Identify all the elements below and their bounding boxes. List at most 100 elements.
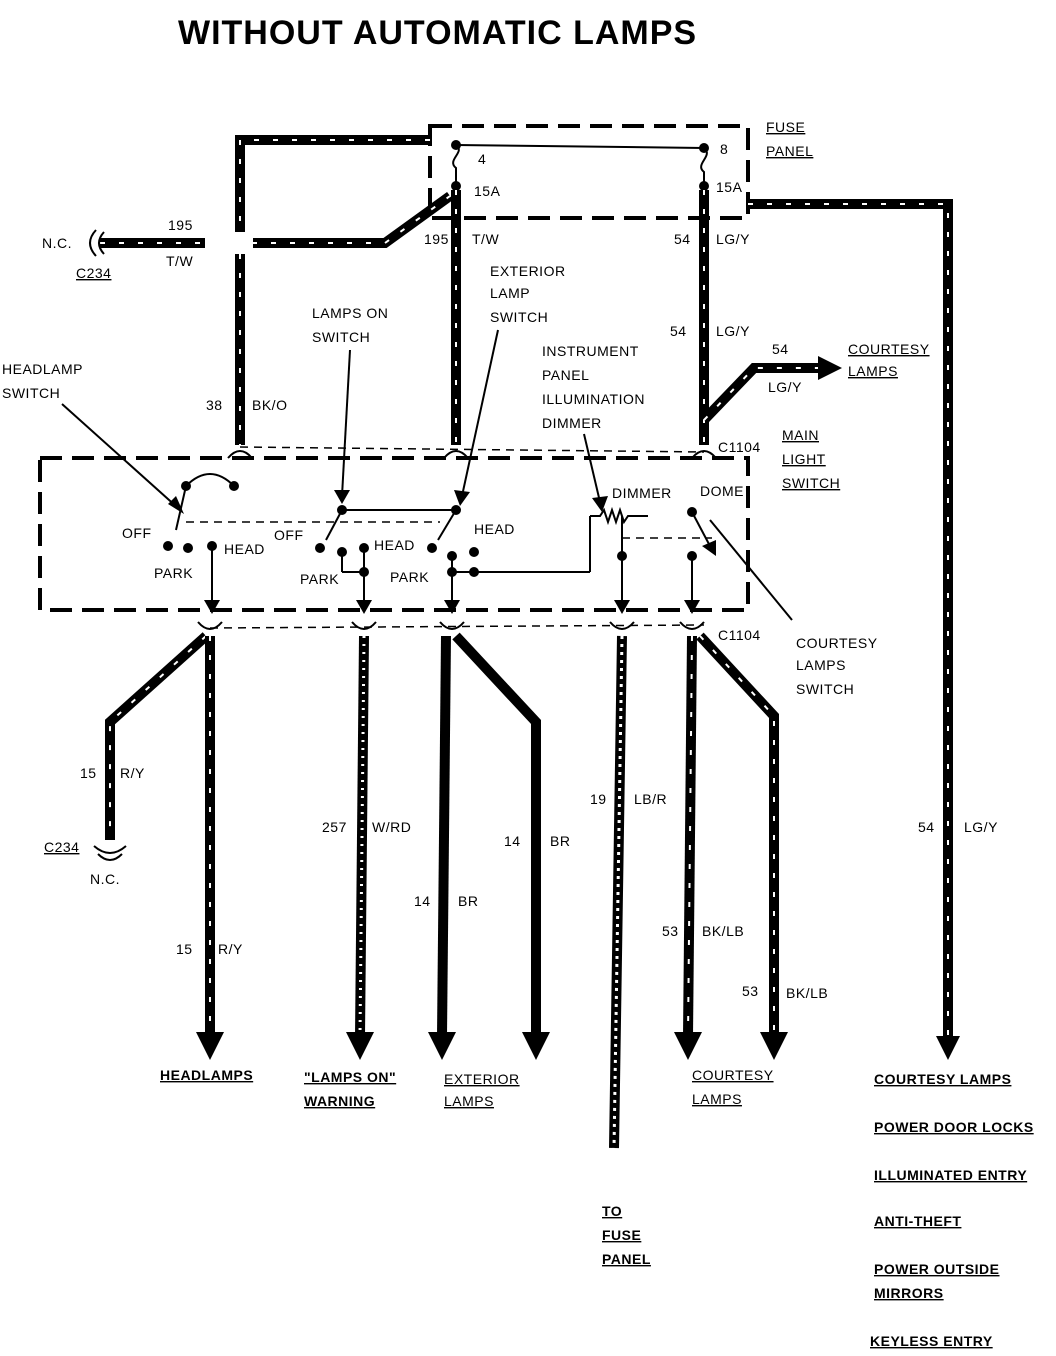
dest-courtesy-lamps-1: COURTESY [692, 1067, 774, 1083]
dimmer-down-arrow-icon [614, 600, 630, 614]
exterior-lamp-switch-pointer-arrow-icon [454, 490, 470, 506]
lamps-on-warning-arrow-icon [346, 1032, 374, 1060]
c1104-bottom-cup-5 [679, 621, 705, 630]
wire-195-left-color: T/W [166, 253, 193, 269]
nc-bottom-label: N.C. [90, 871, 120, 887]
exterior-lamp-switch-label-3: SWITCH [490, 309, 548, 325]
fuse-4-bottom-node [451, 181, 461, 191]
wire-53a-color: BK/LB [702, 923, 744, 939]
wire-14b-number: 14 [504, 833, 521, 849]
wire-14a-number: 14 [414, 893, 431, 909]
wire-54-right-color: LG/Y [964, 819, 998, 835]
exterior-lamp-switch-label-2: LAMP [490, 285, 530, 301]
fuse-8-element [700, 147, 708, 186]
main-light-switch-label-3: SWITCH [782, 475, 840, 491]
dimmer-resistor-icon [590, 506, 648, 526]
wire-53b-color: BK/LB [786, 985, 828, 1001]
switch-head-2: HEAD [374, 537, 415, 553]
c1104-bottom-dashed [209, 624, 705, 629]
headlamp-switch-down-arrow-icon [204, 600, 220, 614]
wire-195-right-number: 195 [424, 231, 449, 247]
fuse-4-rating: 15A [474, 183, 501, 199]
wire-14b-color: BR [550, 833, 570, 849]
wire-38-number: 38 [206, 397, 223, 413]
fuse-8-rating: 15A [716, 179, 743, 195]
c234-bottom-label: C234 [44, 839, 79, 855]
dest-headlamps: HEADLAMPS [160, 1067, 253, 1083]
c1104-bottom-cup-1 [197, 621, 223, 630]
exterior-switch-blade [437, 509, 457, 541]
wire-54-right-number: 54 [918, 819, 935, 835]
c1104-bottom-cup-2 [351, 621, 377, 630]
dest-to-fuse-panel-1: TO [602, 1203, 622, 1219]
exterior-lamp-switch-pointer [461, 329, 499, 497]
wire-15-left [105, 632, 210, 840]
dest-right-anti-theft: ANTI-THEFT [874, 1213, 961, 1229]
lamps-on-switch-label-2: SWITCH [312, 329, 370, 345]
dest-right-power-door-locks: POWER DOOR LOCKS [874, 1119, 1034, 1135]
main-light-switch-label-1: MAIN [782, 427, 819, 443]
exterior-switch-down-arrow-icon [444, 600, 460, 614]
courtesy-lamps-arrow-a-icon [674, 1032, 702, 1060]
wire-19-color: LB/R [634, 791, 667, 807]
wire-54-top-number: 54 [674, 231, 691, 247]
headlamps-arrow-icon [196, 1032, 224, 1060]
wire-257-number: 257 [322, 819, 347, 835]
switch-park-2: PARK [300, 571, 339, 587]
dest-exterior-lamps-1: EXTERIOR [444, 1071, 520, 1087]
headlamp-switch-arc [185, 473, 235, 487]
wire-15-left-stripe [109, 635, 207, 840]
switch-off-1: OFF [122, 525, 152, 541]
wire-195-right-color: T/W [472, 231, 499, 247]
headlamp-switch-off-node [163, 541, 173, 551]
dome-blade-arrow-icon [702, 540, 716, 556]
switch-dimmer: DIMMER [612, 485, 672, 501]
headlamp-switch-blade [175, 485, 187, 531]
fuse-4-element [452, 144, 460, 186]
wire-15-main-number: 15 [176, 941, 193, 957]
wire-257-color: W/RD [372, 819, 411, 835]
right-down-arrow-icon [936, 1036, 960, 1060]
c1104-top-cup-2 [443, 450, 469, 459]
headlamp-switch-label-2: SWITCH [2, 385, 60, 401]
fuse-8-bottom-node [699, 181, 709, 191]
c1104-top-label: C1104 [718, 439, 761, 455]
fuse-4-number: 4 [478, 151, 486, 167]
wire-195-break [205, 232, 253, 254]
courtesy-lamps-arrow-b-icon [760, 1032, 788, 1060]
c234-bottom-connector-icon [93, 845, 127, 861]
fuse-panel-label-2: PANEL [766, 143, 813, 159]
main-light-switch-box [38, 456, 750, 612]
headlamp-switch-label-1: HEADLAMP [2, 361, 83, 377]
exterior-switch-off-node [427, 543, 437, 553]
fuse-panel-label-1: FUSE [766, 119, 805, 135]
wire-257-dots [358, 635, 366, 1037]
switch-off-2: OFF [274, 527, 304, 543]
ip-dimmer-label-1: INSTRUMENT [542, 343, 639, 359]
switch-dome: DOME [700, 483, 744, 499]
courtesy-lamps-top-label-2: LAMPS [848, 363, 898, 379]
c1104-bottom-cup-4 [609, 621, 635, 630]
wire-54-mid-number: 54 [670, 323, 687, 339]
ip-dimmer-label-3: ILLUMINATION [542, 391, 645, 407]
switch-head-1: HEAD [224, 541, 265, 557]
exterior-lamps-arrow-b-icon [522, 1032, 550, 1060]
lamps-on-switch-down-arrow-icon [356, 600, 372, 614]
c234-top-connector-icon [89, 229, 105, 257]
dest-courtesy-lamps-2: LAMPS [692, 1091, 742, 1107]
wire-54-branch-color: LG/Y [768, 379, 802, 395]
dest-right-illuminated-entry: ILLUMINATED ENTRY [874, 1167, 1027, 1183]
dest-right-courtesy-lamps: COURTESY LAMPS [874, 1071, 1011, 1087]
c234-top-label: C234 [76, 265, 111, 281]
fuse-panel-box [428, 124, 750, 220]
courtesy-switch-label-1: COURTESY [796, 635, 878, 651]
headlamp-switch-pointer [61, 403, 179, 509]
dest-exterior-lamps-2: LAMPS [444, 1093, 494, 1109]
dest-right-keyless-entry: KEYLESS ENTRY [870, 1333, 993, 1349]
courtesy-switch-pointer [709, 519, 793, 621]
wire-14a-color: BR [458, 893, 478, 909]
wire-15-left-color: R/Y [120, 765, 145, 781]
wire-19-stripe [612, 635, 624, 1149]
c1104-bottom-cup-3 [439, 621, 465, 630]
